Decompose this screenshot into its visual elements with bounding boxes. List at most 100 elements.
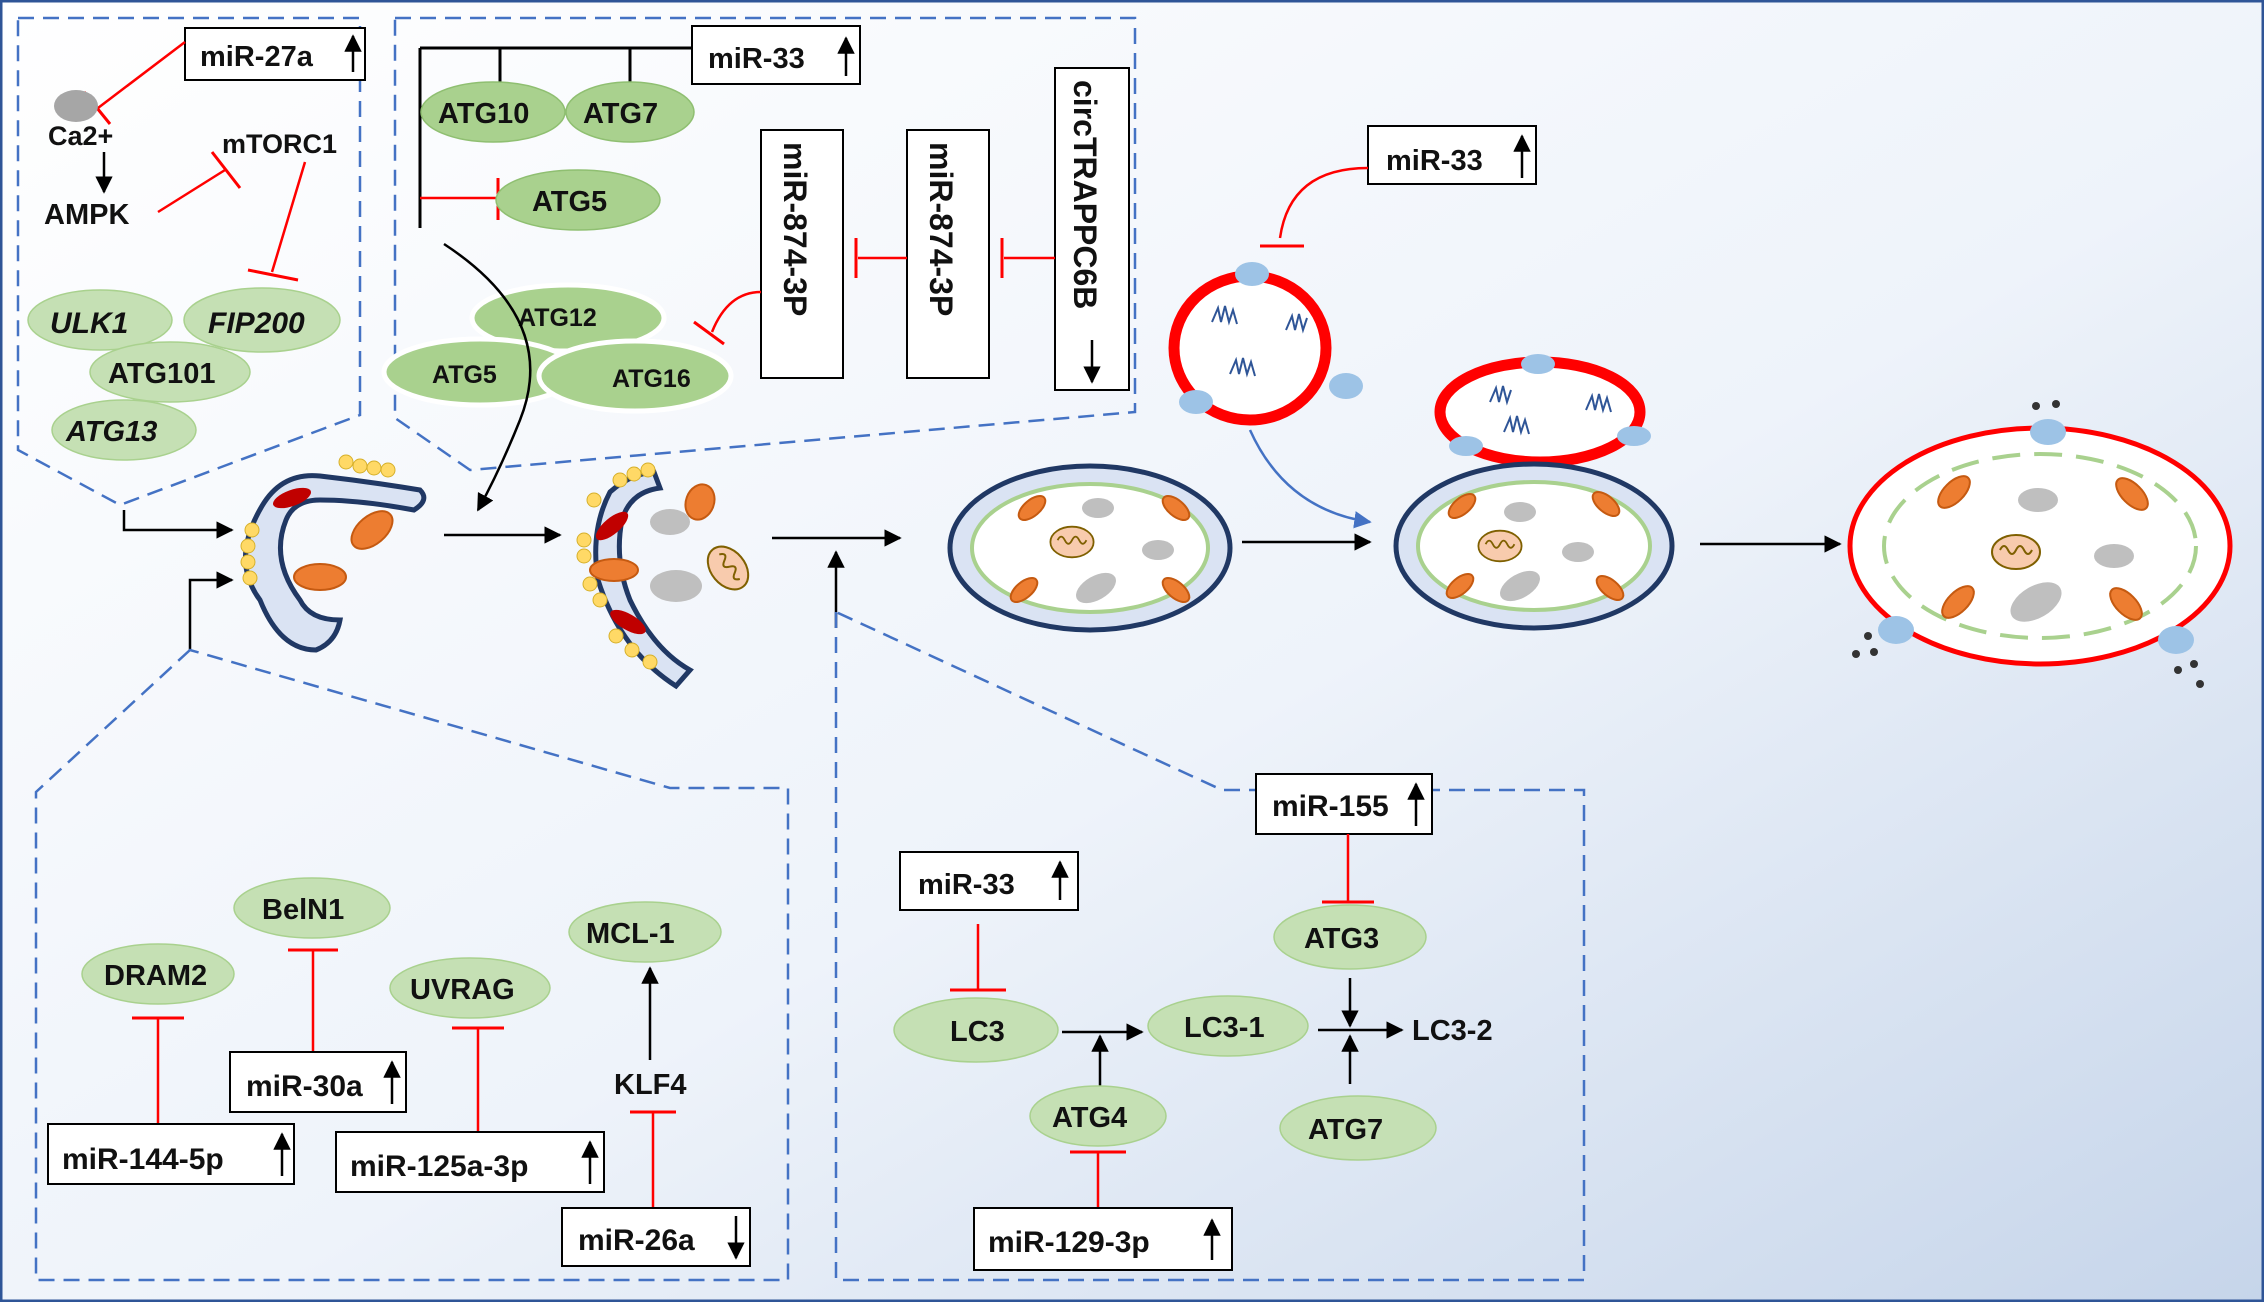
autophagosome-inner-membrane bbox=[1416, 480, 1652, 612]
protein-aggregate-icon bbox=[650, 570, 702, 602]
hydrolase-icon bbox=[1211, 304, 1308, 378]
lc3-panel-border bbox=[834, 610, 1586, 1282]
mitochondrion-icon bbox=[1477, 529, 1523, 563]
atg5-top-label: ATG5 bbox=[532, 186, 607, 218]
mir33-label: miR-33 bbox=[708, 43, 805, 75]
protein-aggregate-icon bbox=[650, 509, 690, 535]
mir33-box bbox=[691, 25, 861, 85]
receptor-icon bbox=[595, 511, 629, 541]
protein-aggregate-icon bbox=[1076, 572, 1116, 604]
lc3-node bbox=[893, 997, 1059, 1063]
vesicle-icon bbox=[2030, 419, 2066, 445]
atg4-node bbox=[1029, 1085, 1167, 1147]
beln1-label: BelN1 bbox=[262, 894, 344, 926]
atg16-label: ATG16 bbox=[612, 365, 691, 393]
lc3-label: LC3 bbox=[950, 1016, 1005, 1048]
organelle-icon bbox=[1161, 495, 1191, 521]
protein-aggregate-icon bbox=[1562, 542, 1594, 562]
organelle-icon bbox=[1447, 493, 1477, 519]
mtorc1-label: mTORC1 bbox=[222, 129, 337, 159]
organelle-icon bbox=[350, 510, 394, 550]
mir30a-label: miR-30a bbox=[246, 1070, 363, 1103]
mir33-box bbox=[1367, 125, 1537, 185]
mir33-label: miR-33 bbox=[918, 869, 1015, 901]
organelle-icon bbox=[1161, 577, 1191, 603]
dram2-node bbox=[81, 943, 235, 1005]
mir129-label: miR-129-3p bbox=[988, 1226, 1150, 1259]
mir125-box bbox=[335, 1131, 605, 1193]
lc3-1-label: LC3-1 bbox=[1184, 1012, 1265, 1044]
nucleation-panel: DRAM2 BelN1 UVRAG MCL-1 miR-144-5p miR-3… bbox=[34, 648, 790, 1282]
fip200-label: FIP200 bbox=[208, 307, 305, 340]
mir26a-box bbox=[561, 1207, 751, 1267]
mir874b-box bbox=[906, 129, 990, 379]
atg5-top-node bbox=[495, 169, 661, 231]
receptor-icon bbox=[273, 487, 311, 509]
activate-arrow bbox=[188, 571, 234, 650]
ca2-label: Ca2+ bbox=[48, 121, 113, 151]
uvrag-label: UVRAG bbox=[410, 974, 515, 1006]
inhibit-line bbox=[270, 161, 307, 273]
mcl1-label: MCL-1 bbox=[586, 918, 675, 950]
phagophore bbox=[122, 454, 562, 653]
mir144-label: miR-144-5p bbox=[62, 1143, 224, 1176]
organelle-icon bbox=[1937, 475, 1971, 509]
fusing-autophagosome bbox=[1393, 354, 1842, 631]
protein-aggregate-icon bbox=[2094, 544, 2134, 568]
inhibit-bar bbox=[693, 320, 725, 346]
autolysosome bbox=[1847, 400, 2233, 688]
autophagosome bbox=[947, 463, 1372, 633]
ulk1-node bbox=[27, 289, 173, 351]
mir874a-label: miR-874-3P bbox=[777, 142, 813, 316]
organelle-icon bbox=[589, 558, 639, 582]
vesicle-icon bbox=[1878, 616, 1914, 644]
protein-aggregate-icon bbox=[1142, 540, 1174, 560]
atg12-label: ATG12 bbox=[518, 304, 597, 332]
atg3-label: ATG3 bbox=[1304, 923, 1379, 955]
lipid-droplets bbox=[240, 454, 396, 586]
atg101-label: ATG101 bbox=[108, 358, 215, 390]
organelle-icon bbox=[1941, 585, 1975, 619]
fip200-node bbox=[183, 287, 341, 353]
degradation-products-icon bbox=[1852, 400, 2204, 688]
vesicle-icon bbox=[1449, 436, 1483, 456]
vesicle-icon bbox=[2158, 626, 2194, 654]
organelle-icon bbox=[1017, 495, 1047, 521]
lysosome-inhibition: miR-33 bbox=[1168, 125, 1537, 529]
mir30a-box bbox=[229, 1051, 407, 1113]
atg7-label: ATG7 bbox=[583, 98, 658, 130]
dram2-label: DRAM2 bbox=[104, 960, 207, 992]
mir874b-label: miR-874-3P bbox=[923, 142, 959, 316]
inhibit-line bbox=[710, 290, 762, 333]
mir155-label: miR-155 bbox=[1272, 790, 1389, 823]
organelle-icon bbox=[2109, 587, 2143, 621]
klf4-label: KLF4 bbox=[614, 1069, 687, 1101]
inhibit-bar bbox=[210, 151, 242, 189]
atg16-node bbox=[536, 338, 734, 414]
mcl1-node bbox=[568, 901, 722, 963]
atg101-node bbox=[89, 341, 251, 403]
protein-aggregate-icon bbox=[1082, 498, 1114, 518]
vesicle-icon bbox=[1521, 354, 1555, 374]
mitochondrion-icon bbox=[1991, 534, 2041, 570]
lc3-panel: miR-155 ATG3 miR-33 LC3 LC3-1 ATG4 miR-1… bbox=[834, 610, 1586, 1282]
circtrappc6b-box bbox=[1054, 67, 1130, 391]
organelle-icon bbox=[293, 563, 347, 591]
atg5-label: ATG5 bbox=[432, 361, 497, 389]
initiation-panel-border bbox=[16, 16, 362, 507]
inhibit-bar bbox=[247, 268, 299, 282]
mir144-box bbox=[47, 1123, 295, 1185]
organelle-icon bbox=[2115, 477, 2149, 511]
lc3-1-node bbox=[1147, 995, 1309, 1057]
mir33-box bbox=[899, 851, 1079, 911]
fusion-arrow bbox=[1248, 429, 1372, 529]
mir26a-label: miR-26a bbox=[578, 1224, 695, 1257]
mitochondrion-icon bbox=[1049, 525, 1095, 559]
atg7-node bbox=[565, 81, 695, 143]
organelle-icon bbox=[1591, 491, 1621, 517]
atg3-node bbox=[1273, 904, 1427, 970]
atg10-label: ATG10 bbox=[438, 98, 529, 130]
protein-aggregate-icon bbox=[1500, 570, 1540, 602]
beln1-node bbox=[233, 877, 391, 939]
atg7-node bbox=[1279, 1095, 1437, 1161]
